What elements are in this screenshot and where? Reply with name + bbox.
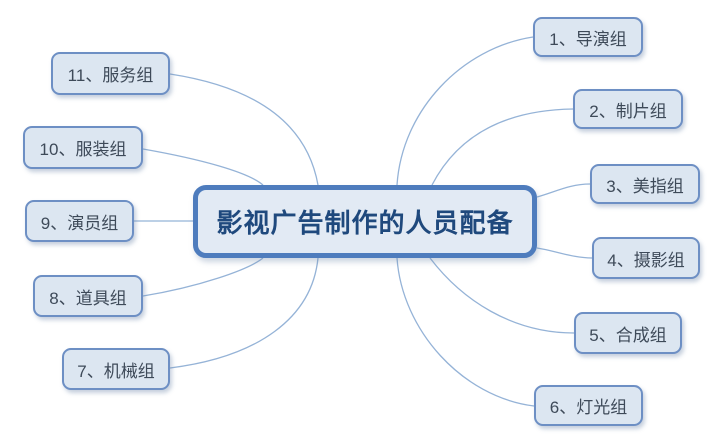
branch-label-11: 11、服务组 [67, 66, 154, 85]
branch-label-1: 1、导演组 [549, 29, 627, 49]
central-topic-label: 影视广告制作的人员配备 [216, 208, 514, 238]
connector-line-8 [142, 257, 264, 297]
connector-line-6 [396, 257, 535, 407]
branch-node-5[interactable]: 5、合成组 [574, 312, 682, 354]
branch-label-9: 9、演员组 [40, 213, 119, 233]
branch-label-2: 2、制片组 [589, 101, 667, 121]
branch-node-2[interactable]: 2、制片组 [573, 89, 683, 129]
connector-line-3 [536, 183, 591, 198]
connector-line-5 [429, 257, 575, 334]
branch-node-4[interactable]: 4、摄影组 [592, 237, 700, 279]
branch-label-5: 5、合成组 [589, 325, 667, 345]
branch-node-3[interactable]: 3、美指组 [590, 164, 700, 204]
connector-line-2 [431, 108, 574, 186]
branch-node-9[interactable]: 9、演员组 [25, 200, 134, 242]
branch-node-11[interactable]: 11、服务组 [51, 52, 170, 95]
connector-line-11 [169, 73, 319, 186]
branch-label-6: 6、灯光组 [549, 398, 628, 417]
branch-label-4: 4、摄影组 [607, 250, 685, 270]
branch-node-6[interactable]: 6、灯光组 [534, 385, 643, 426]
branch-node-7[interactable]: 7、机械组 [62, 348, 170, 390]
connector-line-7 [169, 257, 319, 369]
connector-line-1 [396, 36, 534, 186]
central-topic[interactable]: 影视广告制作的人员配备 [193, 185, 537, 258]
branch-node-10[interactable]: 10、服装组 [23, 126, 143, 169]
branch-label-3: 3、美指组 [606, 176, 684, 196]
connector-line-4 [536, 247, 593, 259]
branch-node-1[interactable]: 1、导演组 [533, 17, 643, 57]
branch-label-7: 7、机械组 [77, 361, 155, 381]
connector-line-10 [142, 148, 264, 186]
branch-label-8: 8、道具组 [49, 288, 127, 308]
branch-label-10: 10、服装组 [39, 140, 127, 159]
branch-node-8[interactable]: 8、道具组 [33, 275, 143, 317]
